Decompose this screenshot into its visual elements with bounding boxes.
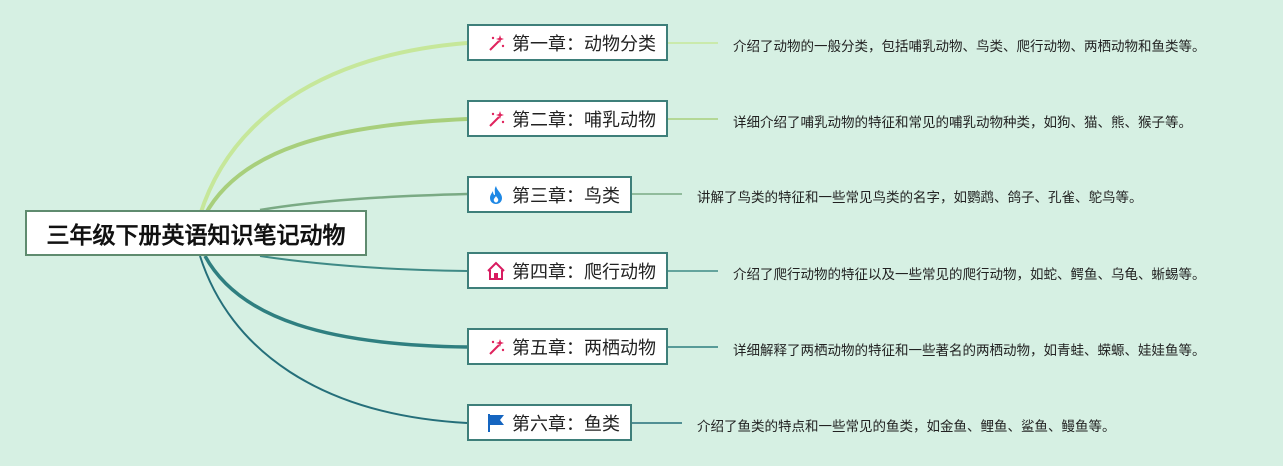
chapter-desc-6: 介绍了鱼类的特点和一些常见的鱼类，如金鱼、鲤鱼、鲨鱼、鳗鱼等。 <box>697 419 1116 435</box>
chapter-label-5: 第五章：两栖动物 <box>512 337 656 359</box>
chapter-desc-4: 介绍了爬行动物的特征以及一些常见的爬行动物，如蛇、鳄鱼、乌龟、蜥蜴等。 <box>733 267 1206 283</box>
chapter-desc-3: 讲解了鸟类的特征和一些常见鸟类的名字，如鹦鹉、鸽子、孔雀、鸵鸟等。 <box>697 190 1143 206</box>
branch-line-4 <box>259 255 468 272</box>
chapter-label-2: 第二章：哺乳动物 <box>512 109 656 131</box>
branch-line-1 <box>198 41 468 216</box>
chapter-label-6: 第六章：鱼类 <box>512 413 620 435</box>
chapter-label-3: 第三章：鸟类 <box>512 185 620 207</box>
chapter-node-6[interactable]: 第六章：鱼类 <box>467 404 632 441</box>
home-icon <box>485 260 506 282</box>
chapter-node-1[interactable]: 第一章：动物分类 <box>467 24 668 61</box>
branch-line-3 <box>259 192 468 212</box>
root-topic-label: 三年级下册英语知识笔记动物 <box>46 223 346 249</box>
branch-line-2 <box>203 117 468 216</box>
chapter-desc-1: 介绍了动物的一般分类，包括哺乳动物、鸟类、爬行动物、两栖动物和鱼类等。 <box>733 39 1206 55</box>
chapter-label-1: 第一章：动物分类 <box>512 33 656 55</box>
chapter-node-2[interactable]: 第二章：哺乳动物 <box>467 100 668 137</box>
chapter-label-4: 第四章：爬行动物 <box>512 261 656 283</box>
chapter-desc-5: 详细解释了两栖动物的特征和一些著名的两栖动物，如青蛙、蝾螈、娃娃鱼等。 <box>733 343 1206 359</box>
branch-line-5 <box>203 255 468 349</box>
sparkle-wand-icon <box>485 336 506 358</box>
branch-line-6 <box>199 255 468 424</box>
sparkle-wand-icon <box>485 108 506 130</box>
chapter-desc-2: 详细介绍了哺乳动物的特征和常见的哺乳动物种类，如狗、猫、熊、猴子等。 <box>733 115 1192 131</box>
chapter-node-5[interactable]: 第五章：两栖动物 <box>467 328 668 365</box>
flame-icon <box>485 184 506 206</box>
chapter-node-4[interactable]: 第四章：爬行动物 <box>467 252 668 289</box>
sparkle-wand-icon <box>485 32 506 54</box>
flag-icon <box>485 412 506 434</box>
chapter-node-3[interactable]: 第三章：鸟类 <box>467 176 632 213</box>
root-topic[interactable]: 三年级下册英语知识笔记动物 <box>25 210 367 256</box>
